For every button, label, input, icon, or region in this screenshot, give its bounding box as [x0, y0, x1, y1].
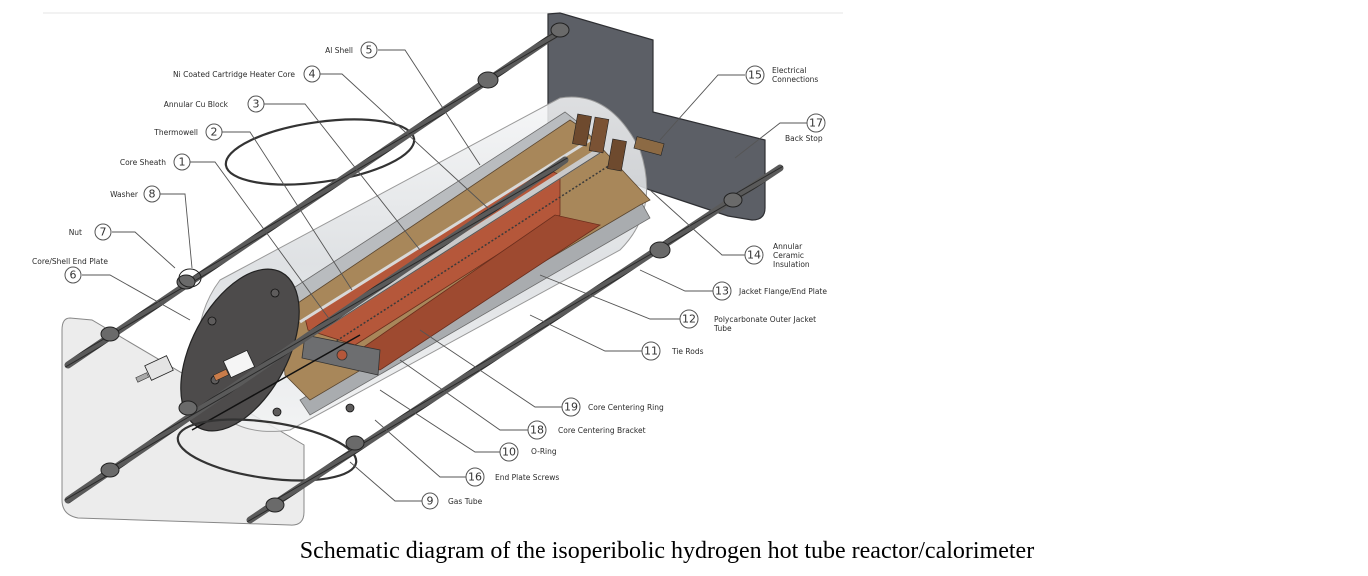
callout-19: 19 Core Centering Ring	[419, 329, 664, 417]
tie-rod-3	[246, 164, 784, 524]
callout-15: 15 Electrical Connections	[659, 65, 818, 141]
callout-18: 18 Core Centering Bracket	[399, 359, 646, 440]
o-ring-bottom	[176, 418, 358, 482]
callout-label: Core Centering Ring	[588, 403, 664, 412]
washer	[178, 268, 202, 288]
callout-13: 13 Jacket Flange/End Plate	[639, 269, 827, 301]
callout-label: O-Ring	[531, 447, 557, 456]
callout-label: Polycarbonate Outer Jacket	[714, 315, 816, 324]
callout-label: Thermowell	[153, 128, 198, 137]
callout-label: Electrical	[772, 66, 806, 75]
callout-label: Core Sheath	[120, 158, 166, 167]
callout-6: 6 Core/Shell End Plate	[32, 257, 191, 321]
callout-label: Back Stop	[785, 134, 823, 143]
callout-9: 9 Gas Tube	[349, 461, 483, 510]
callout-3: 3 Annular Cu Block	[164, 95, 421, 251]
callout-2: 2 Thermowell	[153, 123, 353, 291]
thermowell	[299, 138, 591, 324]
callout-label: Jacket Flange/End Plate	[738, 287, 827, 296]
thermocouple-connector-front	[213, 349, 256, 382]
callout-number: 8	[149, 188, 156, 201]
callout-number: 17	[809, 117, 823, 130]
callout-label: Tie Rods	[671, 347, 704, 356]
gas-tube	[191, 334, 361, 431]
callout-10: 10 O-Ring	[379, 389, 557, 462]
callout-label: Annular Cu Block	[164, 100, 229, 109]
tie-rod-2	[64, 156, 569, 504]
callout-label-line2: Connections	[772, 75, 818, 84]
callout-1: 1 Core Sheath	[120, 153, 331, 321]
thermocouple-connector-outer	[135, 355, 174, 383]
callout-number: 13	[715, 285, 729, 298]
callout-number: 9	[427, 495, 434, 508]
callout-number: 2	[211, 126, 218, 139]
callout-number: 5	[366, 44, 373, 57]
callout-4: 4 Ni Coated Cartridge Heater Core	[173, 65, 491, 211]
callout-number: 3	[253, 98, 260, 111]
callout-8: 8 Washer	[110, 185, 193, 269]
end-plate-screws	[207, 288, 355, 417]
electrical-connections	[572, 113, 665, 172]
callout-16: 16 End Plate Screws	[374, 419, 559, 487]
callout-number: 4	[309, 68, 316, 81]
callout-number: 19	[564, 401, 578, 414]
callout-label: Al Shell	[325, 46, 353, 55]
o-ring-top	[224, 118, 416, 186]
callout-number: 14	[747, 249, 761, 262]
callout-label-line3: Insulation	[773, 260, 810, 269]
callout-7: 7 Nut	[69, 223, 176, 269]
callout-11: 11 Tie Rods	[529, 314, 704, 361]
callout-number: 18	[530, 424, 544, 437]
callout-12: 12 Polycarbonate Outer Jacket Tube	[539, 274, 816, 333]
callout-label-line2: Tube	[713, 324, 732, 333]
core-shell-end-plate	[180, 268, 300, 432]
heater-core-edge	[309, 152, 601, 339]
callout-label: Ni Coated Cartridge Heater Core	[173, 70, 295, 79]
callout-number: 6	[70, 269, 77, 282]
callout-5: 5 Al Shell	[325, 41, 481, 166]
callout-label: Nut	[69, 228, 82, 237]
callout-14: 14 Annular Ceramic Insulation	[649, 189, 810, 269]
callout-label: Annular	[773, 242, 803, 251]
callout-number: 12	[682, 313, 696, 326]
callout-label-line2: Ceramic	[773, 251, 804, 260]
callout-number: 16	[468, 471, 482, 484]
callout-number: 10	[502, 446, 516, 459]
callout-label: Gas Tube	[448, 497, 483, 506]
callout-number: 15	[748, 69, 762, 82]
callout-label: Core Centering Bracket	[558, 426, 646, 435]
callout-label: Core/Shell End Plate	[32, 257, 108, 266]
nuts-washers	[100, 22, 743, 513]
figure-caption: Schematic diagram of the isoperibolic hy…	[299, 538, 1035, 564]
core-centering-ring	[336, 349, 348, 361]
callout-label: End Plate Screws	[495, 473, 559, 482]
callout-number: 1	[179, 156, 186, 169]
callout-number: 7	[100, 226, 107, 239]
callout-label: Washer	[110, 190, 139, 199]
callout-number: 11	[644, 345, 658, 358]
nut	[176, 274, 196, 290]
callout-17: 17 Back Stop	[734, 113, 826, 159]
core-sheath	[329, 164, 611, 346]
